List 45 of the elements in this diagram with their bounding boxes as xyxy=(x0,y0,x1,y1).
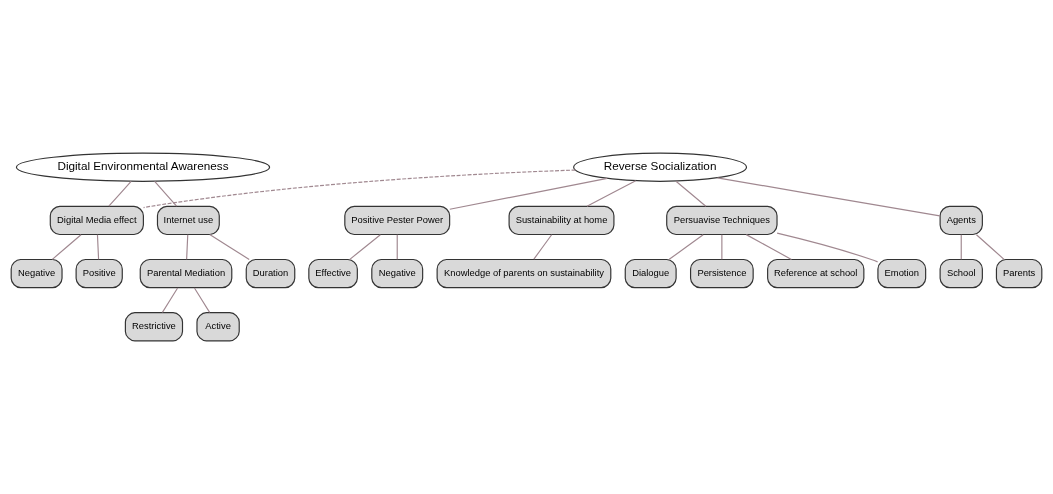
connector xyxy=(396,234,398,260)
node-box: Positive Pester Power xyxy=(344,205,451,236)
node-ellipse: Reverse Socialization xyxy=(573,152,748,182)
connector xyxy=(154,180,178,207)
connector xyxy=(675,180,707,207)
connector xyxy=(716,177,941,217)
node-box: Parental Mediation xyxy=(139,258,233,289)
connector xyxy=(721,234,723,260)
connector xyxy=(96,234,100,260)
connector xyxy=(108,180,132,207)
connector xyxy=(975,234,1005,260)
node-box: Emotion xyxy=(877,258,927,289)
node-box: Knowledge of parents on sustainability xyxy=(436,258,612,289)
connector xyxy=(193,287,211,313)
node-box: Sustainability at home xyxy=(508,205,615,236)
connector xyxy=(449,177,608,210)
connector xyxy=(533,234,553,260)
connector xyxy=(745,234,793,261)
connector xyxy=(776,232,879,263)
node-box: Reference at school xyxy=(767,258,865,289)
connector xyxy=(51,234,82,260)
node-box: Duration xyxy=(245,258,296,289)
connector xyxy=(161,287,179,313)
connector xyxy=(586,180,637,207)
node-ellipse: Digital Environmental Awareness xyxy=(15,152,271,182)
node-box: Persuavise Techniques xyxy=(666,205,778,236)
node-box: Active xyxy=(196,312,240,342)
connector xyxy=(209,234,250,261)
node-box: Restrictive xyxy=(124,312,184,342)
connector xyxy=(142,169,576,209)
node-box: Dialogue xyxy=(624,258,677,289)
node-box: Negative xyxy=(10,258,63,289)
node-box: Negative xyxy=(371,258,424,289)
node-box: School xyxy=(939,258,983,289)
connector xyxy=(349,234,381,260)
connector xyxy=(668,234,704,260)
node-box: Persistence xyxy=(690,258,754,289)
node-box: Internet use xyxy=(156,205,220,236)
connector xyxy=(186,234,189,260)
node-box: Digital Media effect xyxy=(49,205,144,236)
node-box: Effective xyxy=(308,258,358,289)
node-box: Agents xyxy=(939,205,983,236)
node-box: Parents xyxy=(995,258,1043,289)
connector xyxy=(960,234,962,260)
node-box: Positive xyxy=(75,258,123,289)
